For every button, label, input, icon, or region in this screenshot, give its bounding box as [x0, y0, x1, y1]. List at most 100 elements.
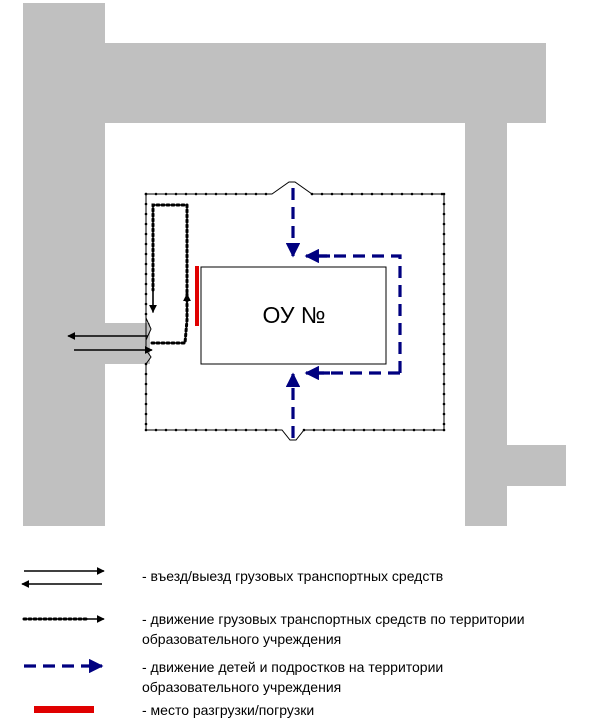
- fence-post: [144, 272, 148, 276]
- fence-post: [144, 232, 148, 236]
- fence-post: [372, 428, 376, 432]
- fence-post: [430, 192, 434, 196]
- road-right-branch: [465, 445, 566, 486]
- fence-post: [144, 402, 148, 406]
- fence-post: [234, 192, 238, 196]
- fence-post: [154, 192, 158, 196]
- fence-post: [402, 428, 406, 432]
- fence-post: [174, 428, 178, 432]
- fence-post: [380, 192, 384, 196]
- fence-post: [442, 272, 446, 276]
- fence-post: [442, 262, 446, 266]
- fence-post: [382, 428, 386, 432]
- fence-post: [144, 302, 148, 306]
- fence-post: [144, 252, 148, 256]
- fence-post: [144, 382, 148, 386]
- fence-post: [254, 428, 258, 432]
- fence-post: [442, 282, 446, 286]
- fence-post: [442, 342, 446, 346]
- fence-post: [442, 252, 446, 256]
- road-entrance-driveway: [23, 323, 150, 364]
- fence-post: [422, 428, 426, 432]
- fence-post: [442, 332, 446, 336]
- fence-post: [342, 428, 346, 432]
- fence-post: [442, 192, 446, 196]
- road-top-horizontal: [23, 43, 546, 123]
- fence-post: [144, 428, 148, 432]
- fence-post: [332, 428, 336, 432]
- fence-post: [352, 428, 356, 432]
- fence-post: [370, 192, 374, 196]
- truck-route-outer: [150, 290, 189, 345]
- fence-post: [164, 428, 168, 432]
- fence-post: [442, 322, 446, 326]
- fence-post: [442, 382, 446, 386]
- fence-post: [264, 428, 268, 432]
- fence-post: [362, 428, 366, 432]
- entry-exit-arrows: [67, 332, 153, 354]
- roads: [23, 3, 566, 526]
- fence-post: [302, 428, 306, 432]
- fence-post: [442, 312, 446, 316]
- fence-post: [440, 192, 444, 196]
- fence-post: [264, 192, 268, 196]
- truck-route-loop: [151, 203, 189, 294]
- fence-post: [144, 422, 148, 426]
- fence-post: [214, 428, 218, 432]
- fence-post: [330, 192, 334, 196]
- fence-post: [244, 192, 248, 196]
- legend-item-truck-route: - движение грузовых транспортных средств…: [142, 611, 525, 647]
- fence-post: [144, 202, 148, 206]
- legend-icons: [21, 567, 105, 713]
- fence-post: [442, 302, 446, 306]
- fence-post: [184, 428, 188, 432]
- fence-post: [340, 192, 344, 196]
- fence-post: [144, 372, 148, 376]
- fence-post: [412, 428, 416, 432]
- fence-post: [144, 312, 148, 316]
- fence-post: [442, 242, 446, 246]
- fence-post: [322, 428, 326, 432]
- fence-post: [442, 392, 446, 396]
- fence-posts: [144, 192, 446, 432]
- fence-post: [310, 192, 314, 196]
- fence-post: [442, 412, 446, 416]
- fence-post: [442, 292, 446, 296]
- fence-post: [214, 192, 218, 196]
- fence-post: [144, 262, 148, 266]
- two-way-arrows-icon: [21, 567, 105, 588]
- fence-post: [194, 192, 198, 196]
- legend-item-children-route: - движение детей и подростков на террито…: [142, 659, 444, 695]
- fence-post: [442, 202, 446, 206]
- fence-post: [154, 428, 158, 432]
- fence-post: [144, 192, 148, 196]
- building-label: ОУ №: [262, 302, 325, 328]
- fence-post: [442, 362, 446, 366]
- fence-post: [144, 212, 148, 216]
- fence-post: [442, 402, 446, 406]
- fence-post: [144, 412, 148, 416]
- fence-post: [144, 282, 148, 286]
- legend-item-entry-exit: - въезд/выезд грузовых транспортных сред…: [142, 568, 444, 584]
- fence-post: [204, 428, 208, 432]
- fence-post: [360, 192, 364, 196]
- fence-post: [390, 192, 394, 196]
- fence-post: [194, 428, 198, 432]
- school-building: [200, 266, 387, 365]
- fence-post: [350, 192, 354, 196]
- fence-post: [400, 192, 404, 196]
- fence-post: [392, 428, 396, 432]
- fence-post: [442, 352, 446, 356]
- fence-post: [420, 192, 424, 196]
- fence-post: [320, 192, 324, 196]
- fence-post: [224, 428, 228, 432]
- unloading-place: [195, 266, 199, 326]
- fence-post: [144, 222, 148, 226]
- fence-post: [144, 292, 148, 296]
- fence-post: [144, 362, 148, 366]
- fence-post: [144, 242, 148, 246]
- fence-post: [442, 372, 446, 376]
- fence-post: [312, 428, 316, 432]
- fence-post: [174, 192, 178, 196]
